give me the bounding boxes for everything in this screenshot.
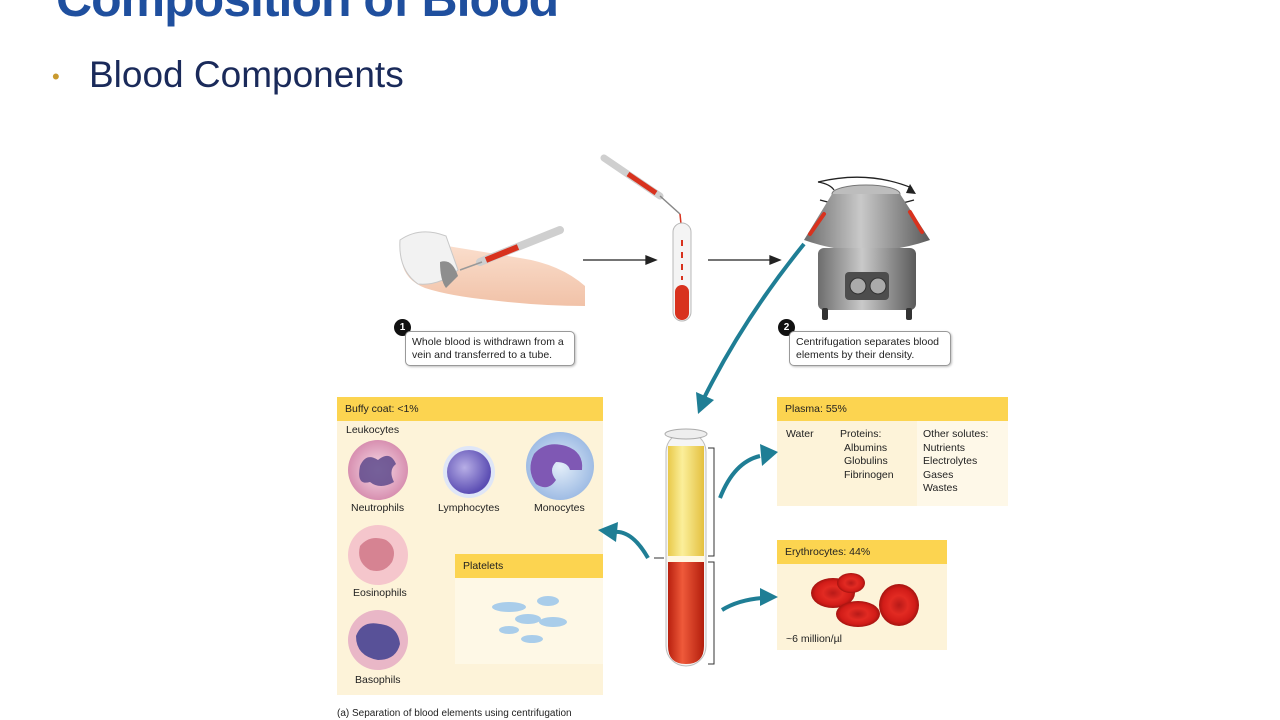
slide-title: Composition of Blood xyxy=(56,0,559,28)
platelets-illustration xyxy=(492,596,567,643)
syringe-illustration xyxy=(600,154,683,235)
plasma-other-gases: Gases xyxy=(923,468,954,481)
plasma-other-wastes: Wastes xyxy=(923,482,958,494)
erythrocytes-count: ~6 million/µl xyxy=(786,633,842,645)
basophils-label: Basophils xyxy=(355,674,401,686)
step-1-text-line2: vein and transferred to a tube. xyxy=(412,348,553,361)
monocytes-label: Monocytes xyxy=(534,502,585,514)
plasma-other-nutrients: Nutrients xyxy=(923,441,966,454)
plasma-other-electrolytes: Electrolytes xyxy=(923,455,978,467)
platelets-header: Platelets xyxy=(455,554,603,578)
centrifuge-illustration xyxy=(804,176,930,320)
step-2-text-line1: Centrifugation separates blood xyxy=(796,336,940,348)
monocyte-cell xyxy=(526,432,594,500)
lymphocyte-cell xyxy=(443,446,495,498)
step-1-text-line1: Whole blood is withdrawn from a xyxy=(412,336,564,348)
slide-bullet-text: Blood Components xyxy=(89,54,404,95)
teal-arrowheads xyxy=(598,392,778,606)
process-arrows xyxy=(583,255,782,265)
eosinophil-cell xyxy=(348,525,408,585)
plasma-protein-albumins: Albumins xyxy=(844,441,888,454)
teal-arrows xyxy=(613,242,806,612)
erythrocytes-illustration xyxy=(811,573,919,627)
plasma-header: Plasma: 55% xyxy=(777,397,1008,421)
plasma-other-column-bg xyxy=(917,421,1008,506)
neutrophils-label: Neutrophils xyxy=(351,502,405,514)
plasma-protein-fibrinogen: Fibrinogen xyxy=(844,468,894,481)
collection-tube xyxy=(672,222,692,322)
bullet-icon: • xyxy=(52,64,60,89)
plasma-water: Water xyxy=(786,428,814,440)
plasma-protein-globulins: Globulins xyxy=(844,455,888,467)
step-1-callout: Whole blood is withdrawn from a vein and… xyxy=(405,331,575,366)
leukocytes-label: Leukocytes xyxy=(346,424,400,436)
erythrocytes-header: Erythrocytes: 44% xyxy=(777,540,947,564)
plasma-other-label: Other solutes: xyxy=(923,428,989,440)
figure-caption: (a) Separation of blood elements using c… xyxy=(337,708,572,719)
buffy-coat-header: Buffy coat: <1% xyxy=(337,397,603,421)
lymphocytes-label: Lymphocytes xyxy=(438,502,500,514)
arm-illustration xyxy=(399,226,585,306)
step-2-text-line2: elements by their density. xyxy=(796,348,915,361)
neutrophil-cell xyxy=(348,440,408,500)
plasma-proteins-label: Proteins: xyxy=(840,428,882,440)
separated-blood-tube xyxy=(654,428,715,667)
basophil-cell xyxy=(348,610,408,670)
eosinophils-label: Eosinophils xyxy=(353,587,407,599)
step-2-callout: Centrifugation separates blood elements … xyxy=(789,331,951,366)
